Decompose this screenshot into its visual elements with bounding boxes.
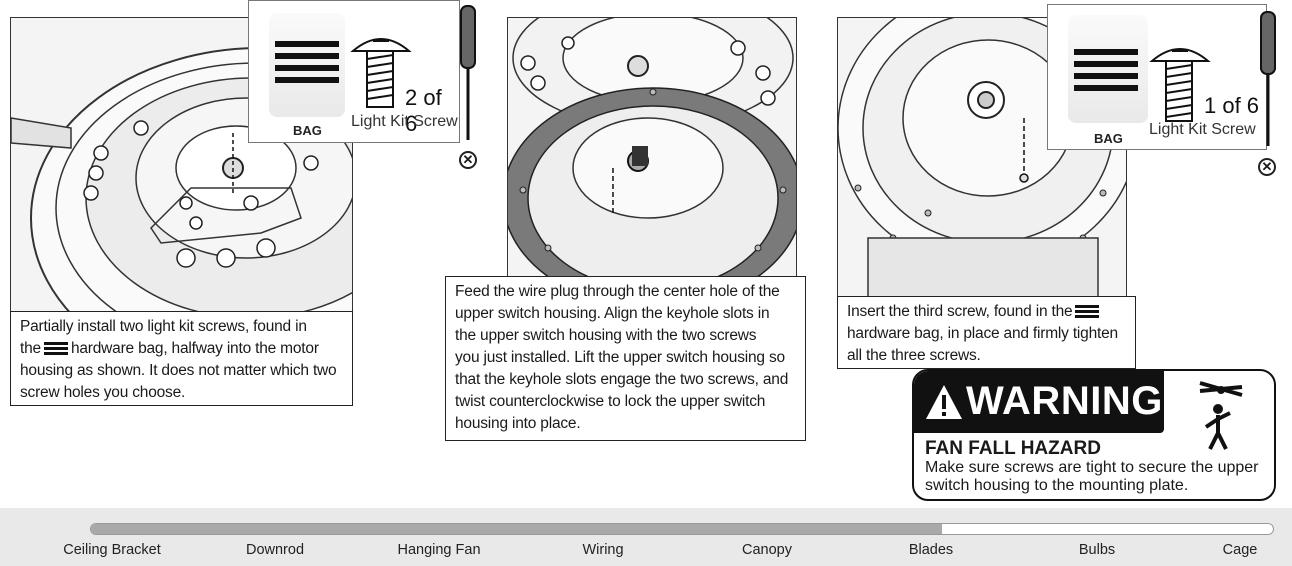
caption-1-line-2a: the: [20, 340, 41, 357]
bag-marker-icon: [1075, 305, 1100, 319]
installation-progress: Ceiling Bracket Downrod Hanging Fan Wiri…: [0, 508, 1292, 566]
warning-box: WARNING FAN FALL HAZARD Make sure screws…: [912, 369, 1276, 501]
caption-1-line-3: housing as shown. It does not matter whi…: [20, 362, 337, 379]
bag-label: BAG: [1094, 131, 1123, 146]
caption-3-line-3: all the three screws.: [847, 347, 981, 364]
switch-housing-drawing: [508, 18, 796, 276]
caption-2-line-3: the upper switch housing with the two sc…: [455, 327, 757, 344]
mounting-plate-drawing: [838, 18, 1126, 296]
screw-name: Light Kit Screw: [351, 113, 458, 130]
caption-1-line-2b: hardware bag, halfway into the motor: [70, 340, 319, 357]
caption-3-line-2: hardware bag, in place and firmly tighte…: [847, 325, 1118, 342]
caption-2-line-1: Feed the wire plug through the center ho…: [455, 283, 780, 300]
step-caption-2: Feed the wire plug through the center ho…: [445, 276, 806, 441]
progress-fill: [91, 524, 943, 534]
screw-icon: [1149, 48, 1211, 122]
warning-body: Make sure screws are tight to secure the…: [925, 459, 1259, 494]
step-bulbs[interactable]: Bulbs: [1078, 542, 1116, 558]
screw-name: Light Kit Screw: [1149, 121, 1256, 138]
hardware-callout-1: BAG 2 of 6 Light Kit Screw: [248, 0, 460, 143]
caption-1-line-4: screw holes you choose.: [20, 384, 186, 401]
hardware-callout-2: BAG 1 of 6 Light Kit Screw: [1047, 4, 1267, 150]
caption-2-line-6: twist counterclockwise to lock the upper…: [455, 393, 766, 410]
bag-marker-icon: [43, 342, 68, 356]
step-cage[interactable]: Cage: [1222, 542, 1258, 558]
screw-icon: [350, 38, 412, 108]
step-blades[interactable]: Blades: [908, 542, 954, 558]
step-illustration-2: [507, 17, 797, 277]
warning-title: FAN FALL HAZARD: [925, 438, 1101, 459]
screw-count: 2 of 6: [405, 85, 442, 136]
no-power-tool-icon: ✕: [459, 151, 477, 169]
step-caption-1: Partially install two light kit screws, …: [10, 311, 353, 406]
caption-2-line-7: housing into place.: [455, 415, 581, 432]
caption-2-line-2: upper switch housing. Align the keyhole …: [455, 305, 770, 322]
warning-heading: WARNING: [966, 379, 1163, 423]
falling-person-icon: [1199, 381, 1243, 450]
no-power-tool-icon: ✕: [1258, 158, 1276, 176]
step-wiring[interactable]: Wiring: [582, 542, 624, 558]
screw-count: 1 of 6: [1204, 93, 1260, 118]
screwdriver-icon: [460, 5, 476, 140]
step-illustration-3: [837, 17, 1127, 297]
step-ceiling-bracket[interactable]: Ceiling Bracket: [63, 542, 161, 558]
warning-header: WARNING: [914, 371, 1164, 433]
step-caption-3: Insert the third screw, found in the har…: [837, 296, 1136, 369]
screwdriver-icon: [1260, 11, 1276, 146]
warning-triangle-icon: [926, 385, 962, 419]
bag-stripes-icon: [1074, 49, 1138, 91]
step-canopy[interactable]: Canopy: [742, 542, 792, 558]
bag-stripes-icon: [275, 41, 339, 83]
caption-1-line-1: Partially install two light kit screws, …: [20, 318, 307, 335]
step-hanging-fan[interactable]: Hanging Fan: [397, 542, 481, 558]
caption-2-line-5: that the keyhole slots engage the two sc…: [455, 371, 789, 388]
step-downrod[interactable]: Downrod: [245, 542, 305, 558]
progress-track: [90, 523, 1274, 535]
caption-2-line-4: you just installed. Lift the upper switc…: [455, 349, 785, 366]
caption-3-line-1: Insert the third screw, found in the: [847, 303, 1073, 320]
bag-label: BAG: [293, 123, 322, 138]
